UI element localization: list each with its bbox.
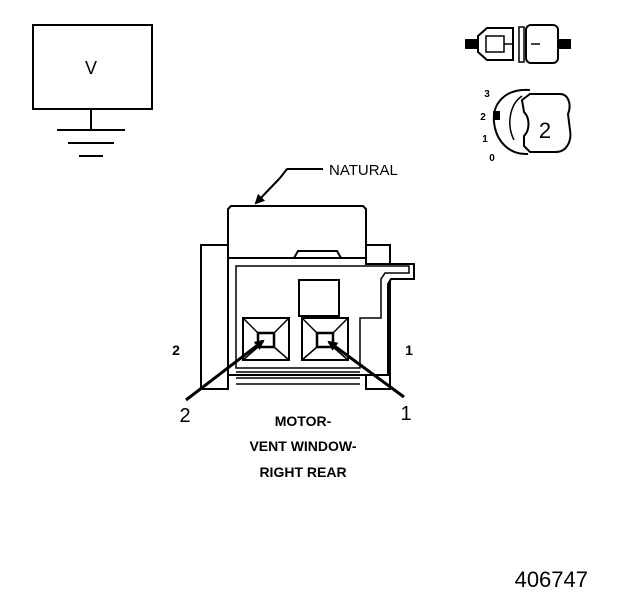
view-scale-3: 3 <box>484 89 490 100</box>
connector-body <box>200 205 415 390</box>
pin-label-1: 1 <box>400 403 411 425</box>
figure-number: 406747 <box>515 567 588 592</box>
view-scale-icon: 3 2 1 0 2 <box>480 88 572 164</box>
side-label-left: 2 <box>172 342 180 358</box>
pin-label-2: 2 <box>179 405 190 427</box>
connector-key <box>298 279 340 317</box>
voltmeter-label: V <box>85 58 97 78</box>
pin-1-arrow <box>327 340 405 399</box>
voltmeter-box <box>32 24 153 110</box>
voltmeter-symbol: V <box>32 24 153 157</box>
color-callout: NATURAL <box>254 162 398 205</box>
connector-left-flange <box>200 244 229 390</box>
pin-count-label: 2 <box>539 118 551 143</box>
connector-view-icon: 3 2 1 0 2 <box>465 24 572 164</box>
caption-line-2: VENT WINDOW- <box>249 438 356 454</box>
caption-line-3: RIGHT REAR <box>259 464 346 480</box>
view-scale-2: 2 <box>480 112 486 123</box>
side-label-right: 1 <box>405 342 413 358</box>
ground-icon <box>57 129 125 157</box>
view-scale-0: 0 <box>489 153 495 164</box>
component-caption: MOTOR- VENT WINDOW- RIGHT REAR <box>249 413 356 480</box>
connector-latch <box>227 205 367 259</box>
pin-cavity-1 <box>301 317 349 361</box>
pin-cavity-2 <box>242 317 290 361</box>
view-scale-1: 1 <box>482 134 488 145</box>
connector-plug-icon <box>465 24 571 64</box>
caption-line-1: MOTOR- <box>275 413 332 429</box>
color-label: NATURAL <box>329 162 398 179</box>
callout-arrow <box>254 177 281 205</box>
pin-2-arrow <box>185 339 265 402</box>
callout-leader <box>279 168 323 179</box>
